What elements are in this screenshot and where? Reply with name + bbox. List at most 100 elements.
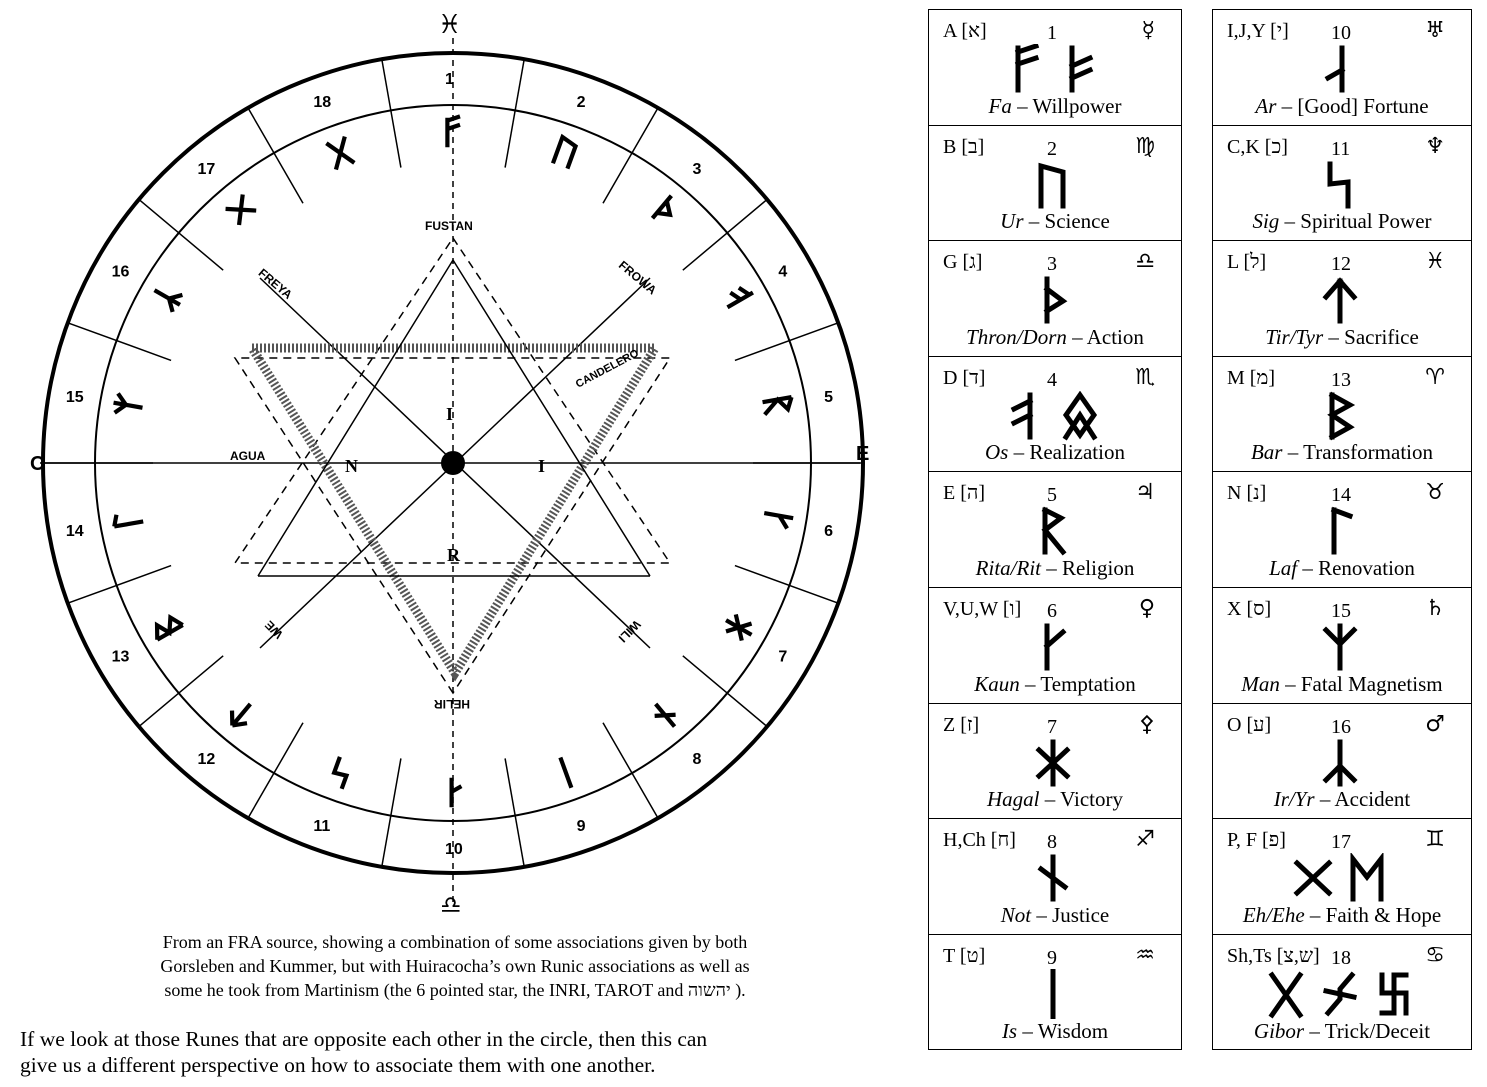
rune-glyph-icon xyxy=(1014,42,1094,93)
west-letter: O xyxy=(30,453,46,475)
center-mark xyxy=(441,451,465,475)
rune-cell: X [ס] 15 ♄ Man – Fatal Magnetism xyxy=(1213,588,1471,704)
rune-label: Ir/Yr – Accident xyxy=(1273,787,1411,812)
rune-cell: Z [ז] 7 ⚴ Hagal – Victory xyxy=(929,704,1181,820)
rune-name: Ir/Yr xyxy=(1273,787,1315,812)
downward-triangle-band xyxy=(243,343,664,682)
rune-glyph-icon xyxy=(1330,507,1354,555)
rune-label: Ar – [Good] Fortune xyxy=(1255,93,1429,118)
ring-divider xyxy=(381,758,402,867)
rune-label: Kaun – Temptation xyxy=(974,671,1136,696)
astro-symbol-icon: ♈ xyxy=(1425,364,1445,390)
astro-symbol-icon: ♏ xyxy=(1135,364,1155,390)
rune-glyph xyxy=(929,622,1181,672)
rune-name: Hagal xyxy=(986,787,1040,812)
letter-mapping: G [ג] xyxy=(943,251,983,274)
rune-label: Fa – Willpower xyxy=(988,93,1122,118)
ring-divider xyxy=(67,564,172,604)
rune-cell: I,J,Y [י] 10 ♅ Ar – [Good] Fortune xyxy=(1213,10,1471,126)
rune-glyph-icon xyxy=(1293,851,1384,902)
north-symbol: ♓ xyxy=(438,10,461,40)
rune-number: 2 xyxy=(1047,137,1057,160)
ring-rune-icon xyxy=(112,514,144,529)
ring-rune-icon xyxy=(331,756,350,790)
label-helir: HELIR xyxy=(434,697,470,711)
rune-cell: V,U,W [ו] 6 ♀ Kaun – Temptation xyxy=(929,588,1181,704)
ring-divider xyxy=(247,107,304,204)
rune-glyph xyxy=(929,738,1181,788)
rune-meaning: Accident xyxy=(1334,787,1411,812)
letter-mapping: M [מ] xyxy=(1227,366,1275,389)
rune-cell: M [מ] 13 ♈ Bar – Transformation xyxy=(1213,357,1471,473)
rune-cell: O [ע] 16 ♂ Ir/Yr – Accident xyxy=(1213,704,1471,820)
ring-rune-icon xyxy=(550,133,579,170)
rune-name: Thron/Dorn xyxy=(966,324,1067,349)
caption-line: some he took from Martinism (the 6 point… xyxy=(164,980,746,1000)
rune-label: Not – Justice xyxy=(1000,902,1110,927)
rune-meaning: Fatal Magnetism xyxy=(1300,671,1443,696)
astro-symbol-icon: ⚴ xyxy=(1138,711,1155,737)
rune-cell: C,K [כ] 11 ♆ Sig – Spiritual Power xyxy=(1213,126,1471,242)
rune-name: Ar xyxy=(1255,93,1277,118)
body-line: give us a different perspective on how t… xyxy=(20,1053,656,1077)
astro-symbol-icon: ♊ xyxy=(1425,827,1445,853)
astro-symbol-icon: ♄ xyxy=(1425,595,1445,621)
astro-symbol-icon: ♎ xyxy=(1135,249,1155,275)
ring-number: 5 xyxy=(824,389,833,406)
rune-glyph xyxy=(1213,160,1471,210)
ring-rune-icon xyxy=(325,136,356,171)
rune-number: 4 xyxy=(1047,368,1057,391)
ring-divider xyxy=(504,758,525,867)
ring-rune-icon xyxy=(229,702,252,728)
rune-label: Man – Fatal Magnetism xyxy=(1241,671,1443,696)
astro-symbol-icon: ♂ xyxy=(1425,711,1445,737)
ring-number: 11 xyxy=(313,818,330,835)
ring-rune-icon xyxy=(558,756,574,789)
rune-cell: T [ט] 9 ♒ Is – Wisdom xyxy=(929,935,1181,1051)
label-agua: AGUA xyxy=(230,449,266,463)
rune-name: Sig xyxy=(1252,209,1280,234)
astro-symbol-icon: ☿ xyxy=(1141,18,1155,43)
rune-number: 1 xyxy=(1047,22,1057,44)
upward-triangle-solid xyxy=(257,258,651,577)
rune-glyph-icon xyxy=(1037,854,1069,902)
rune-cell: A [א] 1 ☿ Fa – Willpower xyxy=(929,10,1181,126)
rune-label: Ur – Science xyxy=(1000,209,1110,234)
figure-caption: From an FRA source, showing a combinatio… xyxy=(40,930,870,1002)
rune-glyph-icon xyxy=(1322,623,1358,671)
ring-number: 6 xyxy=(824,523,833,540)
rune-number: 11 xyxy=(1331,137,1351,160)
ring-number: 8 xyxy=(692,751,701,768)
rune-glyph xyxy=(1213,506,1471,556)
ring-rune-icon xyxy=(113,392,143,415)
rune-name: Bar xyxy=(1250,440,1283,465)
rune-name: Man xyxy=(1241,671,1280,696)
rune-glyph-icon xyxy=(1050,968,1056,1020)
letter-mapping: C,K [כ] xyxy=(1227,135,1288,158)
rune-label: Sig – Spiritual Power xyxy=(1252,209,1432,234)
rune-label: Hagal – Victory xyxy=(986,787,1123,812)
rune-meaning: Science xyxy=(1044,209,1110,234)
rune-meaning: Renovation xyxy=(1318,555,1415,580)
rune-label: Tir/Tyr – Sacrifice xyxy=(1265,324,1419,349)
letter-mapping: Sh,Ts [ש,צ] xyxy=(1227,944,1320,967)
caption-line: Gorsleben and Kummer, but with Huiracoch… xyxy=(160,956,750,976)
ring-number: 18 xyxy=(313,94,331,111)
east-letter: E xyxy=(856,443,869,465)
rune-meaning: Sacrifice xyxy=(1344,324,1419,349)
rune-name: Kaun xyxy=(974,671,1020,696)
rune-glyph-icon xyxy=(1043,276,1068,324)
label-fustan: FUSTAN xyxy=(425,219,473,233)
rune-glyph-icon xyxy=(1324,45,1346,93)
letter-mapping: A [א] xyxy=(943,20,987,42)
rune-meaning: Transformation xyxy=(1303,440,1433,465)
rune-glyph xyxy=(929,853,1181,903)
rune-glyph-icon xyxy=(1043,623,1067,671)
rune-glyph xyxy=(929,160,1181,210)
label-freya: FREYA xyxy=(256,266,296,302)
label-wili: WILI xyxy=(616,617,644,645)
letter-mapping: I,J,Y [י] xyxy=(1227,20,1289,42)
rune-cell: H,Ch [ח] 8 ♐ Not – Justice xyxy=(929,819,1181,935)
rune-glyph xyxy=(1213,969,1471,1019)
ring-rune-icon xyxy=(449,777,463,808)
